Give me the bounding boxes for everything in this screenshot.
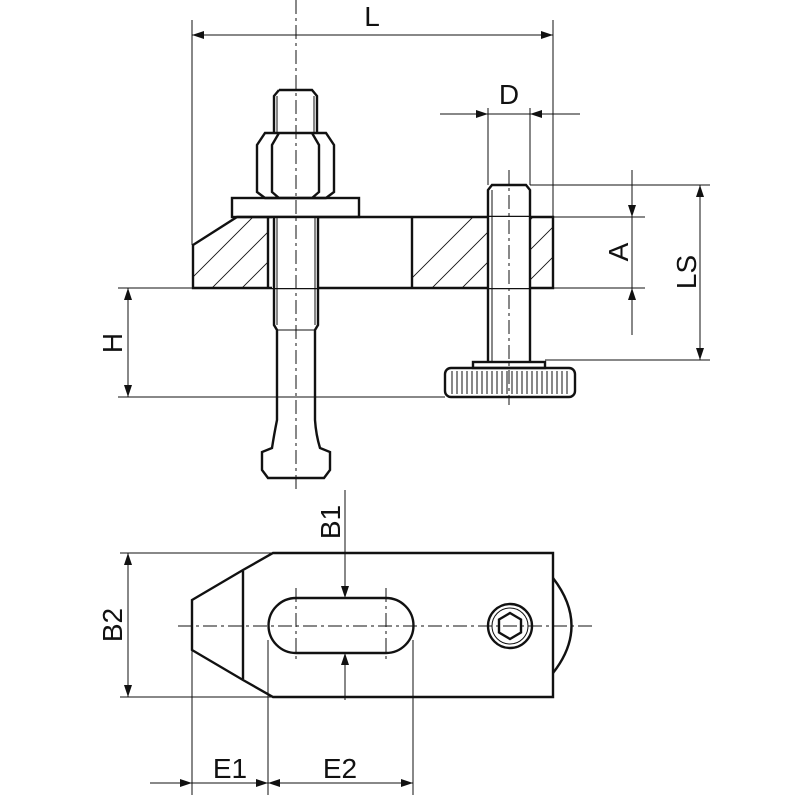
dim-E1: E1 [213,753,247,784]
clamping-bolt [260,88,332,480]
dim-LS: LS [671,255,702,289]
washer [230,196,361,219]
slot [267,596,415,655]
knurled-nut [443,366,577,399]
hatching [193,217,268,288]
dim-D: D [499,79,519,110]
clamp-outline [190,551,555,699]
dim-L: L [364,1,380,32]
dim-H: H [97,333,128,353]
dim-B2: B2 [97,608,128,642]
dim-A: A [603,242,634,261]
dimensions: L D A LS H B1 B2 E1 E2 [97,1,710,795]
top-view [178,551,595,699]
dim-E2: E2 [323,753,357,784]
dim-B1: B1 [315,505,346,539]
support-screw [443,170,577,405]
side-view [191,0,577,490]
